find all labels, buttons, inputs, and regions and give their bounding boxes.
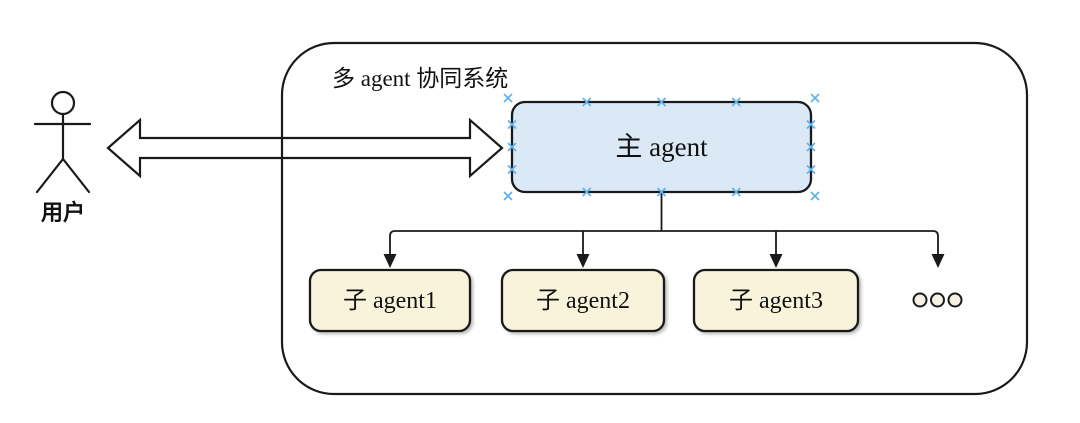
connection-point-x-icon[interactable]: [503, 191, 513, 201]
connection-point-x-icon[interactable]: [806, 142, 816, 152]
system-boundary[interactable]: [280, 41, 1029, 396]
connection-point-x-icon[interactable]: [810, 93, 820, 103]
ellipsis-circle: [912, 292, 928, 308]
user-right-leg-icon: [61, 157, 91, 194]
sub-agent-box[interactable]: [308, 268, 472, 333]
arrowheads: [383, 254, 945, 268]
ellipsis-circle: [930, 292, 945, 308]
user-left-leg-icon: [35, 157, 65, 194]
user-head-icon: [50, 90, 76, 116]
user-figure-node[interactable]: 用户: [33, 90, 92, 225]
connection-point-x-icon[interactable]: [810, 191, 820, 201]
sub-agent-box[interactable]: [500, 268, 666, 333]
connection-point-x-icon[interactable]: [507, 142, 517, 152]
connection-point-x-icon[interactable]: [503, 93, 513, 103]
ellipsis-circle: [947, 292, 963, 308]
selection-handles[interactable]: [503, 93, 820, 201]
agent-tree-connectors: [383, 192, 945, 268]
sub-agent-node[interactable]: 子 agent1: [308, 268, 472, 333]
system-title: 多 agent 协同系统: [332, 66, 508, 91]
main-agent-label: 主 agent: [615, 132, 708, 162]
arrowhead-down-icon: [576, 254, 590, 268]
arrowhead-down-icon: [383, 254, 397, 268]
connection-point-x-icon[interactable]: [656, 97, 667, 107]
connection-point-x-icon[interactable]: [731, 97, 741, 107]
sub-agent-node[interactable]: 子 agent2: [500, 268, 666, 333]
main-agent-node[interactable]: 主 agent: [503, 93, 820, 201]
connection-point-x-icon[interactable]: [507, 164, 517, 175]
bidirectional-arrow[interactable]: [106, 117, 504, 179]
more-agents-ellipsis-icon[interactable]: [912, 292, 963, 308]
connection-point-x-icon[interactable]: [806, 119, 816, 130]
connection-point-x-icon[interactable]: [582, 97, 592, 107]
connection-point-x-icon[interactable]: [731, 187, 741, 197]
sub-agent-label: 子 agent1: [343, 288, 437, 314]
sub-agent-label: 子 agent2: [536, 288, 630, 314]
connection-point-x-icon[interactable]: [582, 187, 592, 197]
arrowhead-down-icon: [769, 254, 783, 268]
sub-agent-node[interactable]: 子 agent3: [692, 268, 860, 333]
user-label: 用户: [41, 200, 85, 225]
sub-agent-box[interactable]: [692, 268, 860, 333]
connection-point-x-icon[interactable]: [507, 119, 517, 130]
arrowhead-down-icon: [931, 254, 945, 268]
sub-agent-label: 子 agent3: [729, 288, 823, 314]
connection-point-x-icon[interactable]: [656, 187, 667, 197]
system-container-node[interactable]: 多 agent 协同系统: [280, 41, 1029, 396]
connection-point-x-icon[interactable]: [806, 164, 816, 175]
connector-bus-line: [389, 230, 939, 237]
